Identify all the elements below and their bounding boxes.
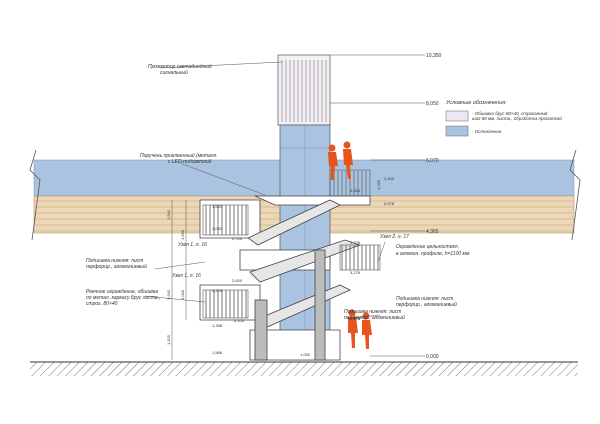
dim-d10: 0,105 bbox=[234, 318, 245, 323]
dim-d7: 2,620 bbox=[232, 278, 243, 283]
vertical-dimensions bbox=[171, 200, 187, 360]
dim-v1: 1,940 bbox=[166, 209, 171, 220]
people-figures bbox=[328, 141, 372, 349]
legend-item-glass: - Остекление bbox=[472, 129, 502, 134]
dim-d15: 0,195 bbox=[350, 316, 361, 321]
callout-soffit-bottom-1: Подшивка нижняя: лист bbox=[344, 309, 401, 315]
callout-railing-3: строг. 80×40 bbox=[86, 301, 118, 307]
person-upper-1 bbox=[328, 144, 338, 180]
legend: Условные обозначения: - Обшивка брус 80×… bbox=[445, 100, 562, 137]
callout-node1: Узел 1, л. 16 bbox=[178, 242, 207, 248]
callout-projector-1: Прожектор светодиодный bbox=[148, 63, 212, 70]
dim-d4: 4,325 bbox=[350, 188, 361, 193]
dim-d1: 1,560 bbox=[212, 204, 223, 209]
railing-left-upper bbox=[202, 204, 249, 236]
dim-d6: 3,278 bbox=[350, 270, 361, 275]
ground-hatch bbox=[30, 362, 578, 376]
leader-lines bbox=[144, 61, 386, 319]
callout-railing-2: по метал. каркасу брус листв., bbox=[86, 295, 160, 301]
legend-item-cladding-2: шаг 80 мм, листв., обработка пропиткой bbox=[472, 115, 562, 121]
dim-v3: 1,930 bbox=[180, 229, 185, 240]
break-mark-right bbox=[569, 149, 581, 241]
callout-handrail-1: Поручень приклеенный (металл. bbox=[140, 152, 218, 159]
callout-soffit-right-1: Подшивка нижняя: лист bbox=[396, 296, 453, 302]
callout-projector-2: сигнальный bbox=[160, 69, 188, 76]
dim-v2: 1,940 bbox=[166, 289, 171, 300]
dim-d14: 0,978 bbox=[384, 201, 395, 206]
legend-title: Условные обозначения: bbox=[445, 100, 507, 106]
level-top: 10,350 bbox=[426, 53, 442, 59]
level-ground: 0,000 bbox=[426, 354, 439, 360]
railing-right-mid bbox=[339, 244, 381, 271]
dim-d8: 1,398 bbox=[212, 323, 223, 328]
dim-d12: 1,050 bbox=[300, 352, 311, 357]
dim-v5: 1,040 bbox=[180, 289, 185, 300]
callout-soffit-bottom-2: перфорир., алюминиевый bbox=[344, 314, 405, 321]
legend-item-cladding-1: - Обшивка брус 80×40, строганный bbox=[472, 110, 548, 116]
level-lower-floor: 4,365 bbox=[426, 229, 439, 235]
callout-fence-1: Ограждение цельностекл. bbox=[396, 244, 459, 250]
dim-v4: 1,425 bbox=[166, 334, 171, 345]
dim-d2: 1,050 bbox=[212, 226, 223, 231]
callout-soffit-left-2: перфорир., алюминиевый bbox=[86, 263, 147, 270]
level-mid-upper: 8,050 bbox=[426, 101, 439, 107]
person-upper-2 bbox=[343, 141, 353, 179]
callout-fence-2: в алюмин. профиле, h=1100 мм bbox=[396, 251, 470, 257]
dim-d5: 3,726 bbox=[350, 240, 361, 245]
railing-left-lower bbox=[202, 289, 249, 319]
callout-soffit-left-1: Подшивка нижняя: лист bbox=[86, 258, 143, 264]
dim-d9: 1,568 bbox=[212, 350, 223, 355]
dim-d3: 2,720 bbox=[232, 236, 243, 241]
legend-swatch-cladding bbox=[445, 110, 469, 122]
tower-top-slats bbox=[280, 60, 328, 122]
break-mark-left bbox=[29, 149, 41, 241]
person-lower-2 bbox=[362, 312, 372, 349]
dim-d13: 2,400 bbox=[384, 176, 395, 181]
callout-railing-1: Реечное ограждение, обшивка bbox=[86, 289, 158, 295]
dim-v6: 1,040 bbox=[376, 179, 381, 190]
callout-handrail-2: с LED-подсветкой bbox=[168, 158, 212, 165]
callout-node1b: Узел 1, л. 16 bbox=[172, 273, 201, 279]
level-upper-floor: 6,070 bbox=[426, 158, 439, 164]
level-markers bbox=[330, 54, 425, 357]
dim-d11: 4,225 bbox=[212, 288, 223, 293]
callout-soffit-right-2: перфорир., алюминиевый bbox=[396, 301, 457, 308]
person-lower-1 bbox=[348, 309, 358, 348]
dimension-labels: 1,560 1,050 2,720 4,325 3,726 3,278 2,62… bbox=[212, 176, 395, 357]
legend-swatch-glass bbox=[445, 125, 469, 137]
callout-node2: Узел 2, л. 17 bbox=[380, 234, 409, 240]
